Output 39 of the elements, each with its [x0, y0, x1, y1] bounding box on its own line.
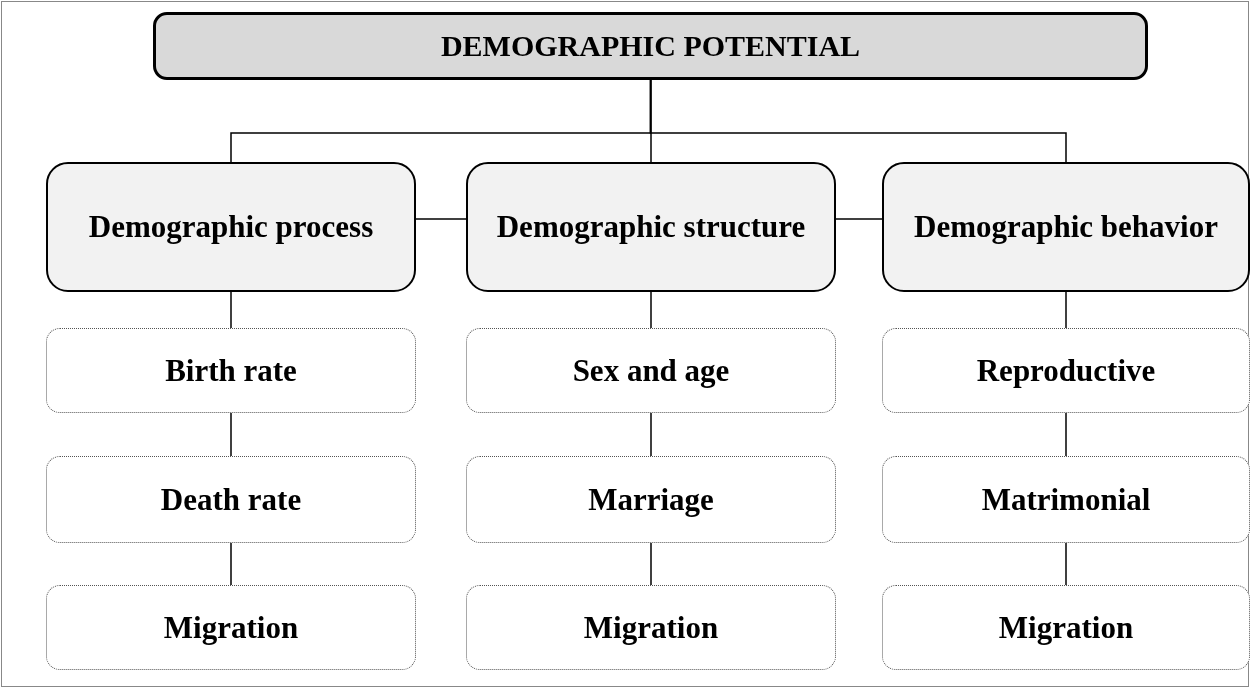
node-label: DEMOGRAPHIC POTENTIAL: [439, 29, 862, 63]
node-label: Matrimonial: [980, 481, 1152, 518]
item-box: [466, 328, 836, 413]
item-box: [882, 456, 1250, 543]
node-label: Death rate: [159, 481, 303, 518]
connector-line: [650, 412, 652, 457]
connector-line: [230, 542, 232, 586]
category-box: [466, 162, 836, 292]
connector-line: [415, 218, 467, 220]
item-box: [882, 328, 1250, 413]
connector-line: [230, 412, 232, 457]
node-label: Reproductive: [975, 352, 1157, 389]
connector-line: [650, 291, 652, 329]
item-box: [466, 456, 836, 543]
category-box: [882, 162, 1250, 292]
node-label: Sex and age: [571, 352, 731, 389]
item-box: [466, 585, 836, 670]
connector-line: [835, 218, 883, 220]
node-label: Demographic structure: [495, 207, 807, 246]
node-label: Migration: [582, 609, 720, 646]
node-label: Marriage: [587, 481, 715, 518]
node-label: Migration: [997, 609, 1135, 646]
item-box: [46, 456, 416, 543]
node-label: Demographic process: [87, 207, 375, 246]
connector-line: [650, 79, 652, 163]
connector-line: [1065, 291, 1067, 329]
item-box: [882, 585, 1250, 670]
item-box: [46, 585, 416, 670]
node-label: Migration: [162, 609, 300, 646]
connector-line: [1065, 542, 1067, 586]
category-box: [46, 162, 416, 292]
node-label: Birth rate: [164, 352, 298, 389]
title-box: [153, 12, 1148, 80]
item-box: [46, 328, 416, 413]
connector-line: [650, 542, 652, 586]
node-label: Demographic behavior: [913, 207, 1219, 246]
connector-line: [1065, 412, 1067, 457]
connector-line: [649, 79, 1067, 163]
connector-line: [230, 291, 232, 329]
